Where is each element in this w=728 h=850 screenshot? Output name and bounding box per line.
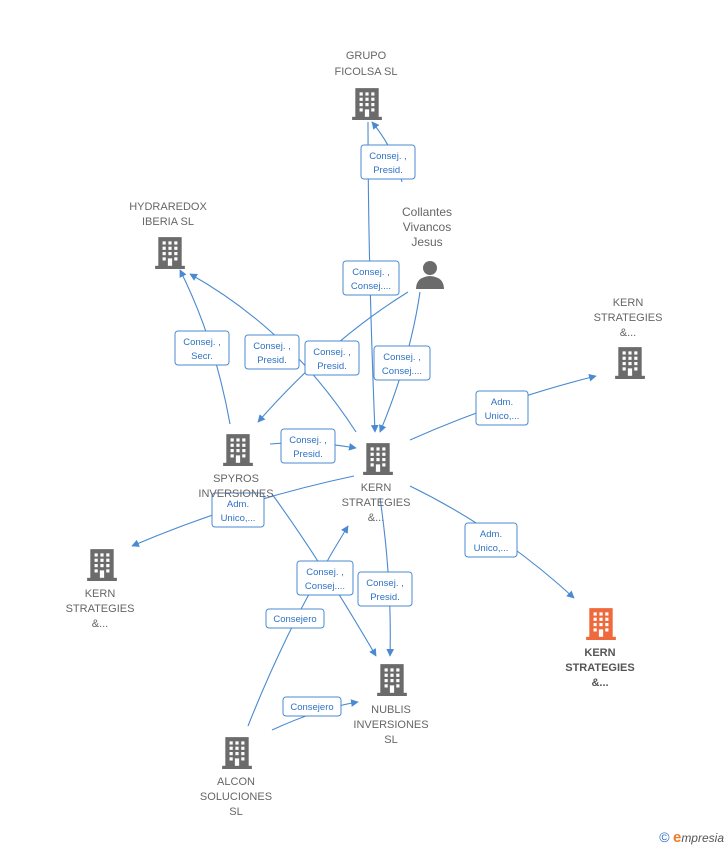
node-label: IBERIA SL [142, 216, 194, 228]
svg-text:Secr.: Secr. [191, 351, 213, 362]
node-label: SPYROS [213, 473, 259, 485]
svg-text:Adm.: Adm. [227, 499, 249, 510]
node-label: INVERSIONES [198, 488, 273, 500]
node-label: GRUPO [346, 50, 387, 62]
svg-text:Consej. ,: Consej. , [306, 567, 344, 578]
footer-brand: © empresia [659, 829, 724, 846]
node-label: STRATEGIES [342, 497, 411, 509]
edge-label[interactable]: Consej. , Consej.... [342, 260, 400, 296]
svg-text:Consej. ,: Consej. , [383, 352, 421, 363]
building-icon [352, 88, 382, 120]
svg-text:Consej. ,: Consej. , [369, 151, 407, 162]
edge-label[interactable]: Consej. , Presid. [304, 340, 360, 376]
edge-label[interactable]: Consejero [265, 608, 325, 629]
building-icon [586, 608, 616, 640]
edge-label[interactable]: Consejero [282, 696, 342, 717]
building-icon [363, 443, 393, 475]
node-label: FICOLSA SL [335, 66, 398, 78]
edge-label[interactable]: Consej. , Presid. [280, 428, 336, 464]
edge-label[interactable]: Consej. , Secr. [174, 330, 230, 366]
svg-text:Presid.: Presid. [257, 355, 287, 366]
svg-text:Consej. ,: Consej. , [352, 267, 390, 278]
svg-text:Presid.: Presid. [293, 449, 323, 460]
node-label: Jesus [411, 235, 442, 249]
svg-text:Consej....: Consej.... [351, 281, 391, 292]
node-spyros[interactable]: SPYROS INVERSIONES [198, 434, 274, 500]
brand-logo-initial: e [672, 829, 682, 846]
building-icon [223, 434, 253, 466]
brand-logo-text: mpresia [681, 831, 724, 845]
svg-text:Consej....: Consej.... [305, 581, 345, 592]
node-alcon[interactable]: ALCON SOLUCIONES SL [200, 737, 272, 818]
svg-text:Presid.: Presid. [317, 361, 347, 372]
node-kern-center[interactable]: KERN STRATEGIES &... [342, 443, 411, 524]
node-label: SL [229, 806, 242, 818]
svg-text:Consejero: Consejero [273, 614, 316, 625]
node-label: SL [384, 734, 397, 746]
node-hydraredox[interactable]: HYDRAREDOX IBERIA SL [129, 201, 207, 269]
edge-label[interactable]: Consej. , Presid. [244, 334, 300, 370]
svg-text:Consej. ,: Consej. , [253, 341, 291, 352]
node-label: NUBLIS [371, 704, 411, 716]
edge-label[interactable]: Adm. Unico,... [464, 522, 518, 558]
node-label: &... [368, 512, 385, 524]
edge-label[interactable]: Consej. , Consej.... [373, 345, 431, 381]
node-grupo-ficolsa[interactable]: GRUPO FICOLSA SL [335, 50, 398, 120]
node-label: KERN [361, 482, 392, 494]
node-label: KERN [85, 588, 116, 600]
node-collantes[interactable]: Collantes Vivancos Jesus [402, 205, 452, 289]
svg-text:Consejero: Consejero [290, 702, 333, 713]
svg-text:Unico,...: Unico,... [474, 543, 509, 554]
person-icon [416, 261, 444, 289]
svg-text:Consej. ,: Consej. , [366, 578, 404, 589]
node-label: KERN [613, 297, 644, 309]
node-label: Vivancos [403, 220, 451, 234]
node-label: INVERSIONES [353, 719, 428, 731]
edge-label[interactable]: Consej. , Presid. [360, 144, 416, 180]
node-nublis[interactable]: NUBLIS INVERSIONES SL [353, 664, 429, 746]
building-icon [377, 664, 407, 696]
building-icon [222, 737, 252, 769]
building-icon [87, 549, 117, 581]
svg-text:Unico,...: Unico,... [221, 513, 256, 524]
node-label: SOLUCIONES [200, 791, 272, 803]
svg-text:Adm.: Adm. [491, 397, 513, 408]
node-kern-main[interactable]: KERN STRATEGIES &... [565, 608, 635, 689]
node-label: &... [620, 327, 637, 339]
svg-text:Presid.: Presid. [370, 592, 400, 603]
node-kern-left[interactable]: KERN STRATEGIES &... [66, 549, 135, 630]
copyright-symbol: © [659, 829, 670, 845]
node-label: ALCON [217, 776, 255, 788]
node-label: HYDRAREDOX [129, 201, 207, 213]
svg-text:Consej....: Consej.... [382, 366, 422, 377]
node-label: STRATEGIES [66, 603, 135, 615]
edge-label[interactable]: Adm. Unico,... [211, 492, 265, 528]
node-label: STRATEGIES [594, 312, 663, 324]
node-label: STRATEGIES [565, 662, 634, 674]
edge-label[interactable]: Consej. , Presid. [357, 571, 413, 607]
svg-text:Unico,...: Unico,... [485, 411, 520, 422]
edge-label[interactable]: Adm. Unico,... [475, 390, 529, 426]
edge-label[interactable]: Consej. , Consej.... [296, 560, 354, 596]
svg-text:Adm.: Adm. [480, 529, 502, 540]
node-label: KERN [584, 647, 615, 659]
building-icon [615, 347, 645, 379]
svg-text:Presid.: Presid. [373, 165, 403, 176]
node-label: &... [591, 677, 608, 689]
node-label: Collantes [402, 205, 452, 219]
svg-text:Consej. ,: Consej. , [313, 347, 351, 358]
node-label: &... [92, 618, 109, 630]
node-kern-top-right[interactable]: KERN STRATEGIES &... [594, 297, 663, 379]
building-icon [155, 237, 185, 269]
svg-text:Consej. ,: Consej. , [289, 435, 327, 446]
svg-text:Consej. ,: Consej. , [183, 337, 221, 348]
